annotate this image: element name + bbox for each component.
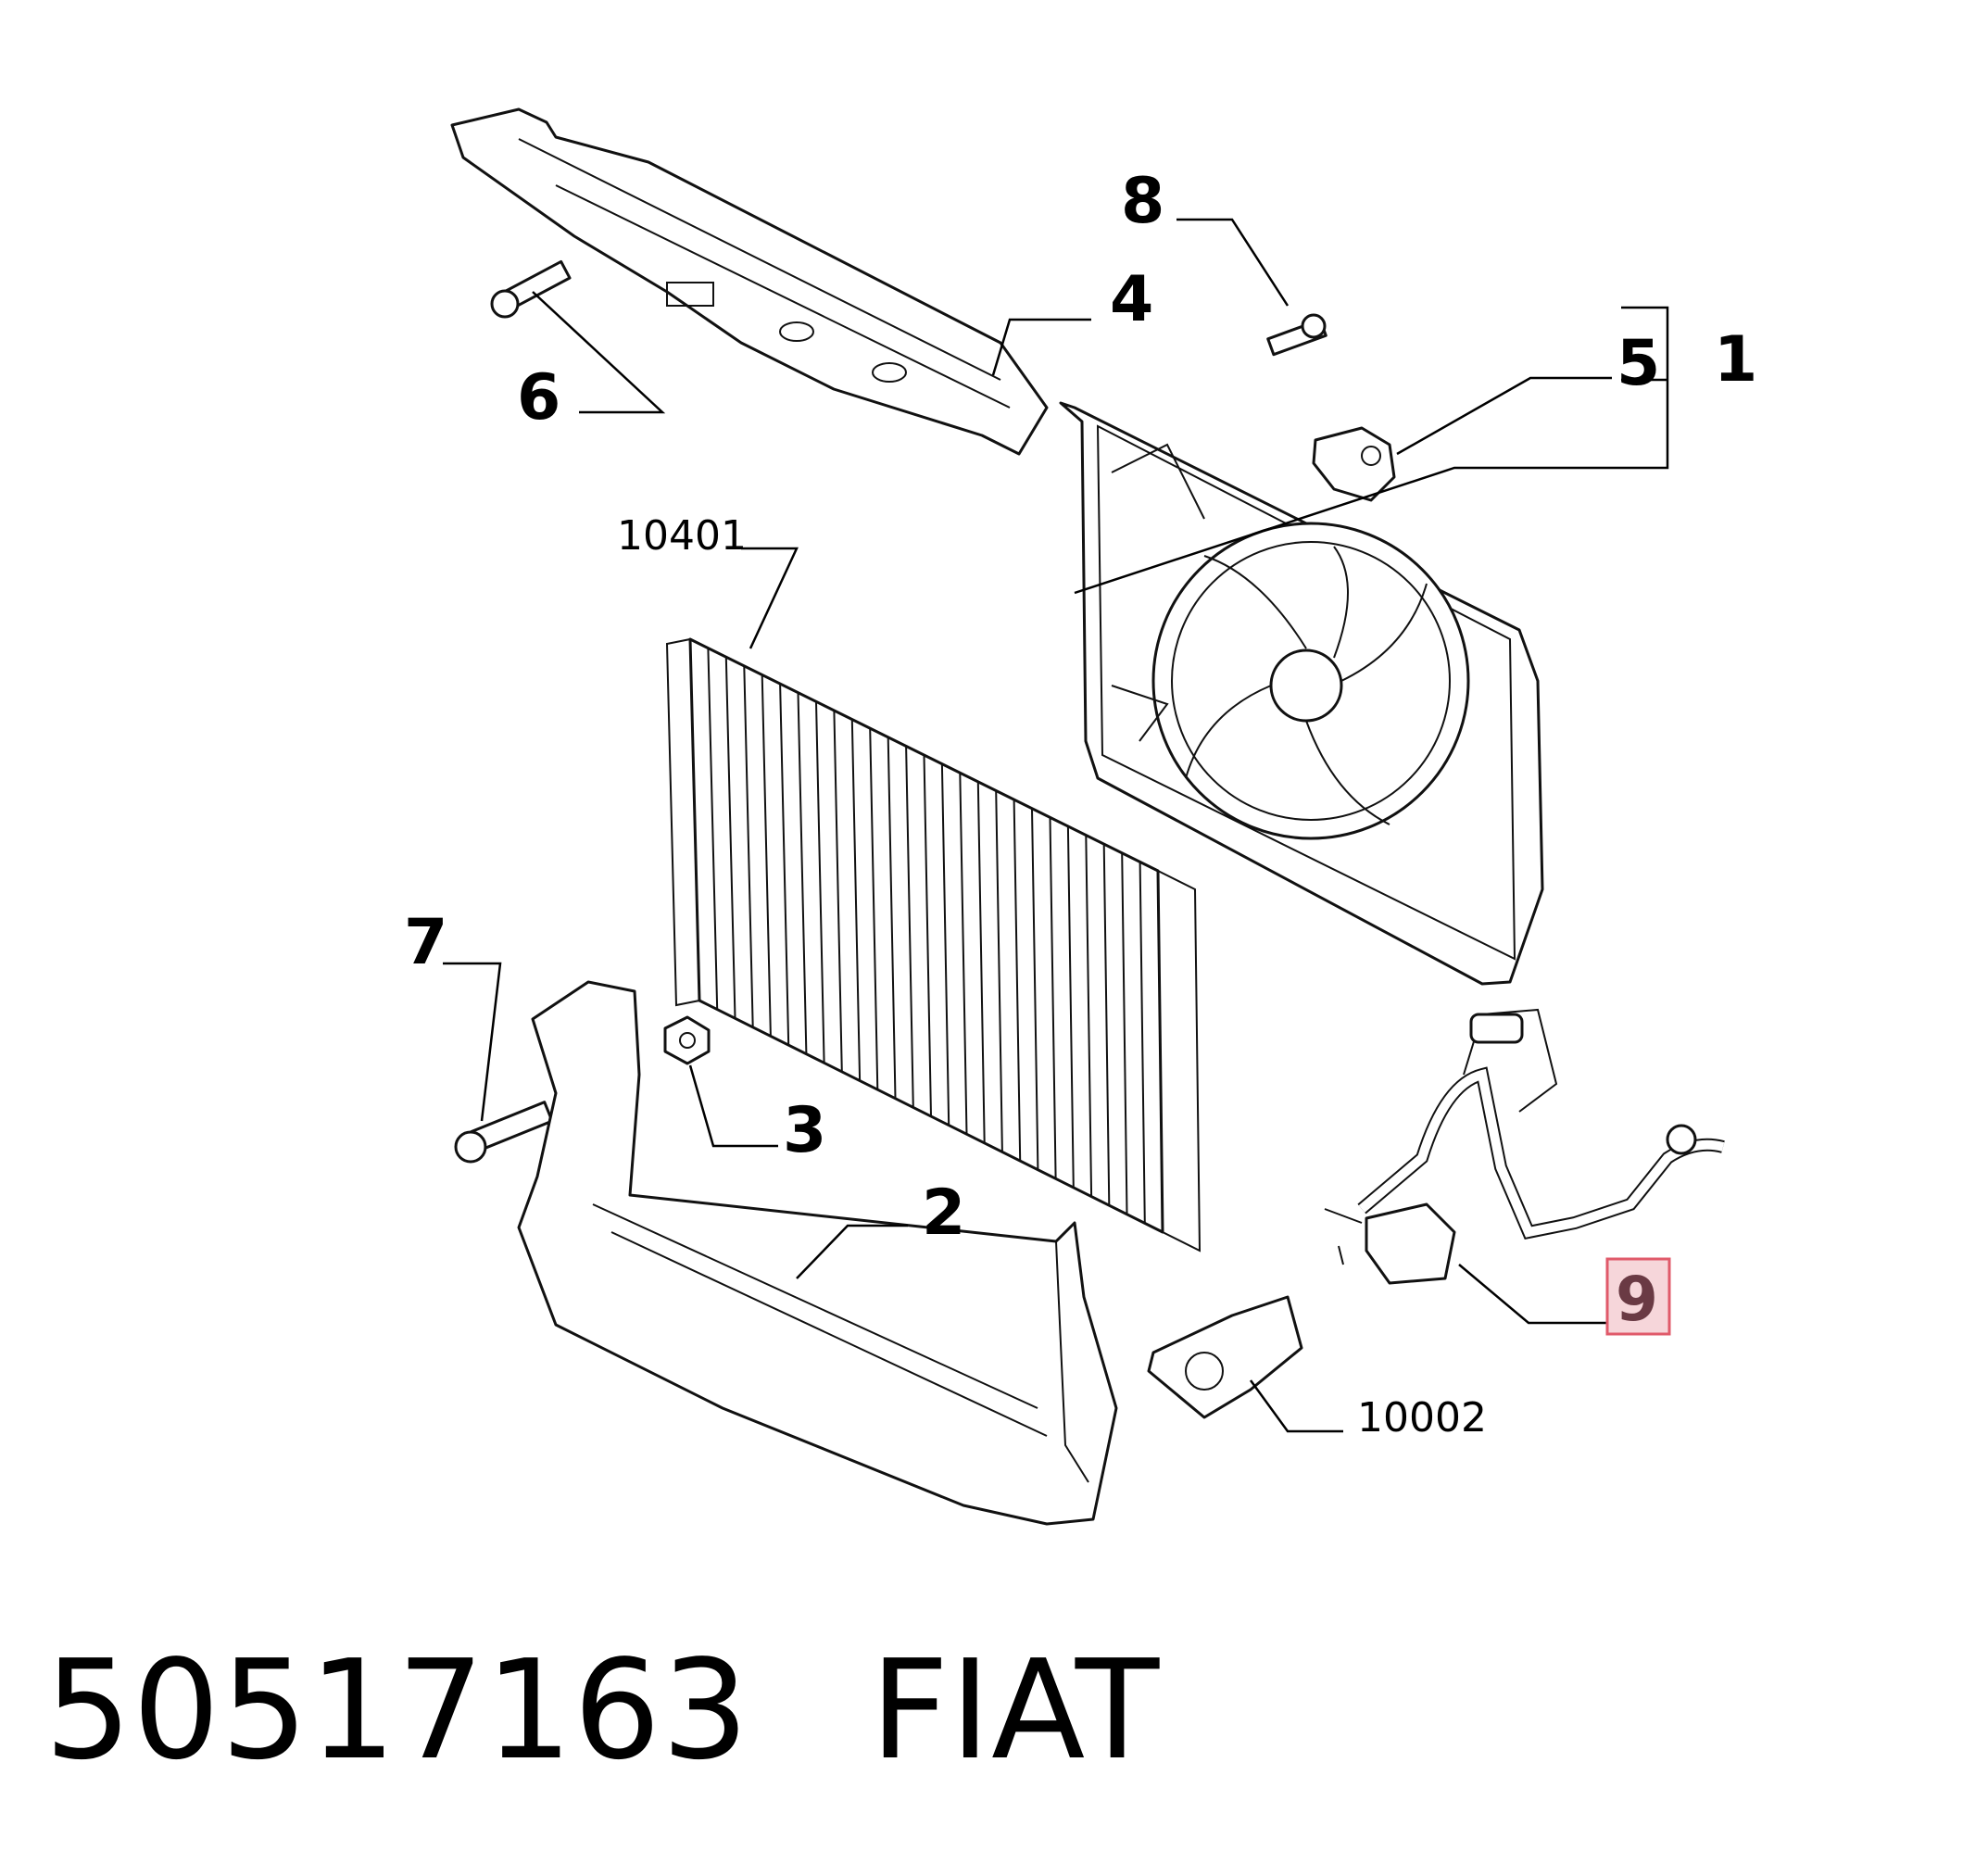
part-number: 50517163 [44, 1630, 750, 1790]
upper-cover-part-4 [450, 107, 1049, 456]
footer-caption: 50517163 FIAT [44, 1630, 1160, 1790]
lower-deflector-part-2 [517, 980, 1118, 1526]
leader-lines [443, 218, 1669, 1433]
fan-assembly-part-1 [1059, 401, 1544, 986]
nut-part-3 [663, 1015, 711, 1065]
radiator-10401 [665, 637, 1202, 1252]
callout-3: 3 [783, 1094, 826, 1167]
callout-8: 8 [1121, 165, 1164, 238]
callout-1: 1 [1714, 323, 1757, 397]
reference-10401: 10401 [617, 512, 747, 560]
wiring-harness-part-9 [1324, 1008, 1725, 1285]
callout-2: 2 [922, 1177, 965, 1250]
callout-6: 6 [517, 361, 560, 434]
highlighted-callout-9: 9 [1605, 1257, 1671, 1336]
callout-4: 4 [1110, 263, 1153, 336]
brand-name: FIAT [870, 1630, 1161, 1790]
callout-9: 9 [1616, 1264, 1658, 1335]
callout-5: 5 [1617, 327, 1660, 400]
bolt-part-6 [490, 259, 572, 319]
bracket-10002 [1147, 1295, 1303, 1419]
bolt-part-8 [1266, 313, 1327, 357]
callout-7: 7 [404, 906, 447, 979]
bracket-part-5 [1312, 426, 1396, 502]
reference-10002: 10002 [1357, 1394, 1487, 1441]
bolt-part-7 [454, 1101, 554, 1164]
